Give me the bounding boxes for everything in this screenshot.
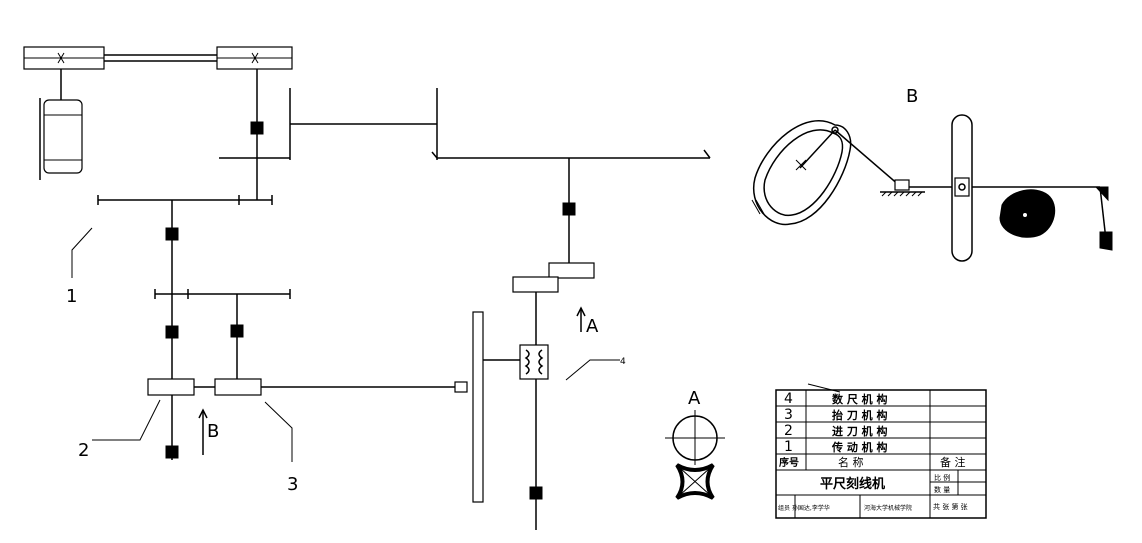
disc-cam: [999, 189, 1056, 238]
leader-3: [264, 401, 293, 462]
designers: 组员 孙国达,李学华: [778, 504, 830, 512]
gear-train-left: [97, 195, 468, 460]
ruler: [472, 311, 520, 503]
row-4-name: 数 尺 机 构: [832, 392, 888, 406]
row-3-no: 3: [784, 407, 793, 423]
cam-inner: [763, 129, 844, 217]
header-note: 备 注: [940, 455, 966, 469]
leader-1: [71, 227, 93, 278]
bearing-icon: [562, 202, 576, 216]
cam-link: [799, 129, 836, 169]
title-block: 4 数 尺 机 构 3 抬 刀 机 构 2 进 刀 机 构 1 传 动 机 构 …: [775, 383, 987, 519]
row-1-no: 1: [784, 439, 793, 455]
rocker-arm: [951, 114, 973, 262]
leader-4: [565, 359, 620, 381]
leader-2: [92, 399, 161, 441]
follower-link: [834, 129, 901, 187]
spring-icon: [524, 349, 544, 375]
part-3-label: 3: [287, 474, 298, 495]
cam-outer: [752, 119, 852, 226]
slider-3: [214, 378, 262, 396]
cell-qty: 数 量: [934, 485, 950, 494]
bearing-icon: [529, 486, 543, 500]
rocker-pivot: [954, 177, 970, 197]
bearing-icon: [165, 227, 179, 241]
school: 河海大学机械学院: [864, 504, 912, 512]
slider-block: [894, 179, 910, 191]
row-4-no: 4: [784, 391, 793, 407]
coupling-lower: [512, 276, 559, 293]
header-name: 名 称: [838, 455, 864, 469]
bearing-icon: [230, 324, 244, 338]
bearing-icon: [250, 121, 264, 135]
cell-scale: 比 例: [934, 473, 950, 482]
drawing-title: 平尺刻线机: [820, 476, 885, 492]
part-2-label: 2: [78, 440, 89, 461]
row-2-name: 进 刀 机 构: [832, 424, 888, 438]
motor-body: [43, 99, 83, 174]
arrow-b-label: B: [207, 421, 219, 442]
bearing-icon: [165, 325, 179, 339]
spring-box: [519, 344, 549, 380]
row-2-no: 2: [784, 423, 793, 439]
ruler-bar: [472, 311, 484, 503]
tool-tip: [454, 381, 468, 393]
view-a-label: A: [688, 388, 701, 409]
motor: [39, 69, 83, 180]
input-shaft: [219, 69, 437, 200]
part-4-label: 4: [620, 357, 626, 367]
upper-right-shaft: [431, 88, 711, 293]
cell-sheet: 共 张 第 张: [933, 502, 968, 511]
view-a: A: [665, 388, 725, 500]
view-b: B: [751, 86, 1113, 262]
annotations: A B 1 2 3 4: [66, 227, 626, 495]
part-1-label: 1: [66, 286, 77, 307]
view-b-label: B: [906, 86, 918, 107]
bearing-icon: [165, 445, 179, 459]
coupling-upper: [548, 262, 595, 279]
row-3-name: 抬 刀 机 构: [832, 408, 888, 422]
row-1-name: 传 动 机 构: [831, 440, 888, 454]
spring-mechanism: [519, 292, 549, 530]
slider-2: [147, 378, 195, 396]
arrow-a-label: A: [586, 316, 599, 337]
belt-drive: [23, 46, 293, 70]
header-no: 序号: [779, 456, 799, 469]
